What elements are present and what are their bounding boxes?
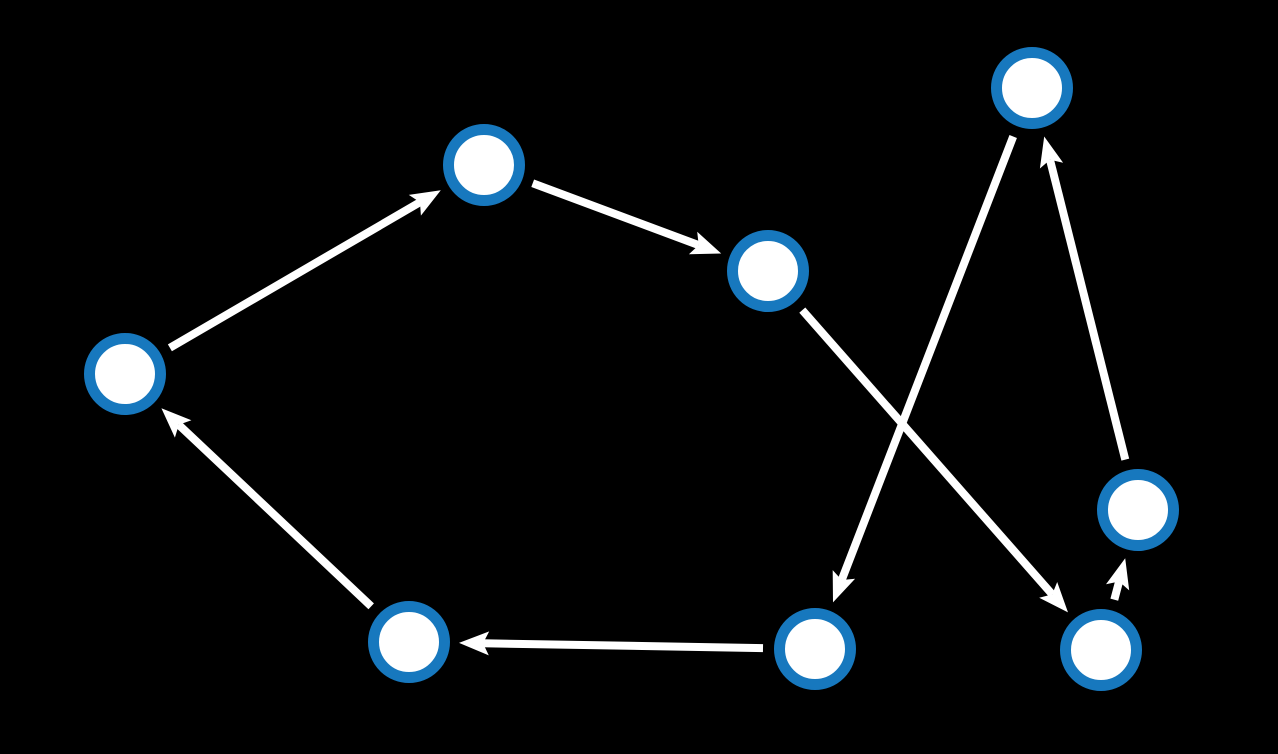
arrowhead-icon <box>161 408 192 438</box>
graph-edge-middle-to-bottom-right <box>799 307 1068 613</box>
arrowhead-icon <box>1039 582 1068 613</box>
graph-node-top-right <box>991 47 1073 129</box>
arrowhead-icon <box>1106 558 1130 591</box>
graph-node-middle <box>727 230 809 312</box>
arrowhead-icon <box>688 231 722 255</box>
arrowhead-icon <box>408 190 441 216</box>
graph-node-bottom-left <box>368 601 450 683</box>
arrowhead-icon <box>1039 136 1064 169</box>
graph-node-bottom-right <box>1060 609 1142 691</box>
arrowhead-icon <box>832 570 856 603</box>
graph-edge-bottom-left-to-left <box>161 408 374 610</box>
graph-node-right <box>1097 469 1179 551</box>
graph-node-left <box>84 333 166 415</box>
graph-node-upper-middle <box>443 124 525 206</box>
graph-edge-upper-middle-to-middle <box>531 179 722 255</box>
graph-edge-left-to-upper-middle <box>167 190 441 352</box>
graph-edge-right-to-top-right <box>1039 136 1130 461</box>
graph-edge-top-right-to-bottom-middle <box>832 135 1017 603</box>
arrowhead-icon <box>459 631 490 656</box>
graph-edge-bottom-right-to-right <box>1106 558 1130 601</box>
graph-edge-bottom-middle-to-bottom-left <box>459 631 764 656</box>
graph-node-bottom-middle <box>774 608 856 690</box>
